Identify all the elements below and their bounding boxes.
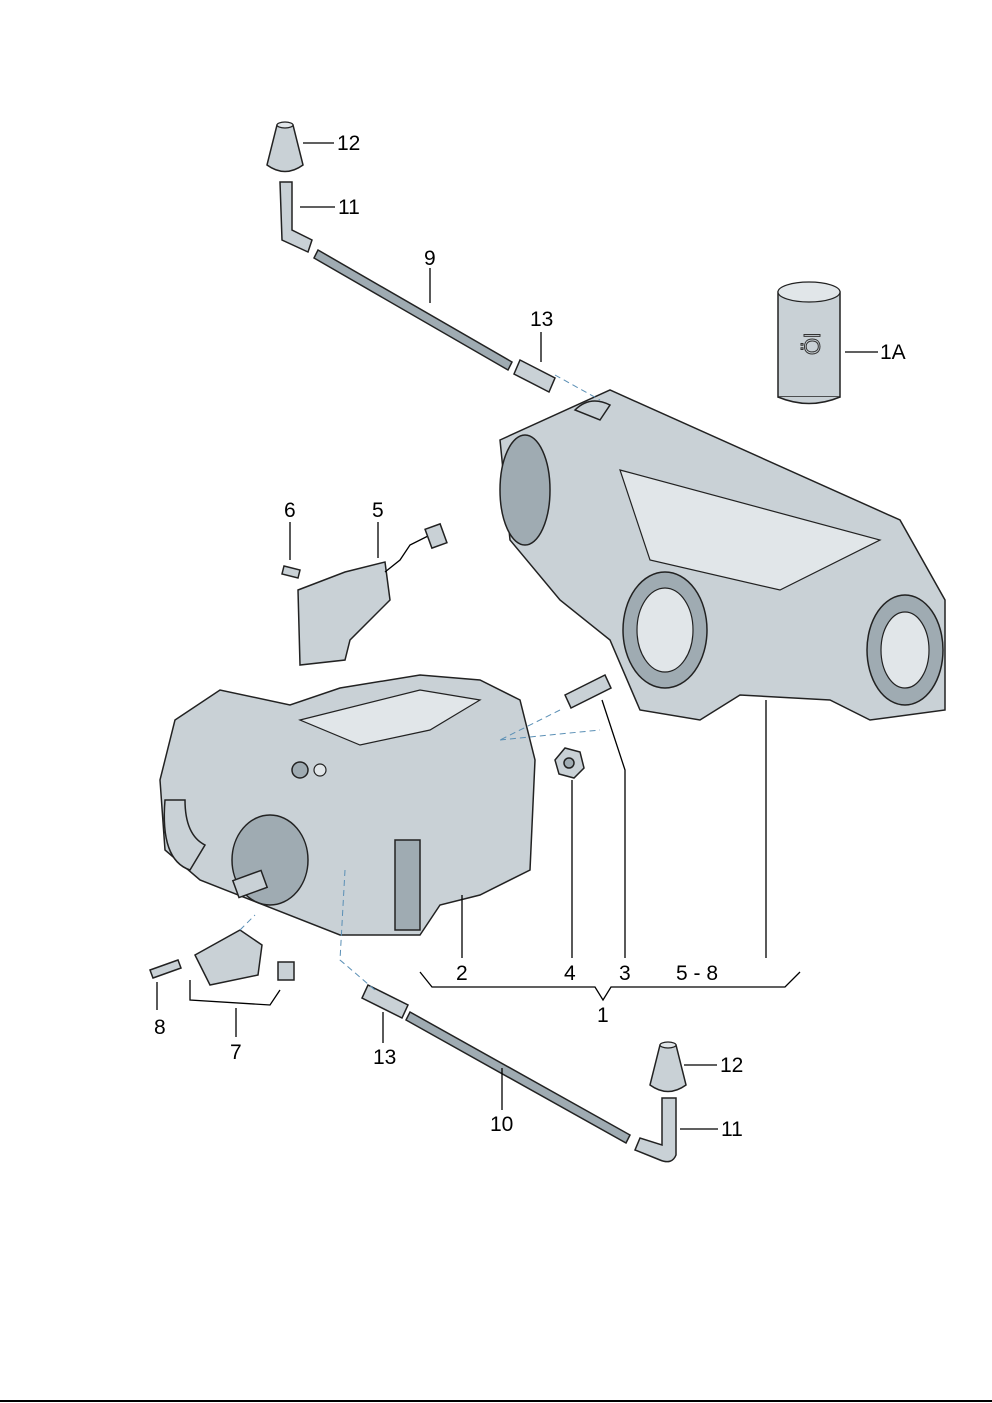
label-13-bottom: 13 [373,1046,396,1069]
stud-3 [564,673,612,710]
label-1A: 1A [880,341,906,364]
vent-cap-top [266,121,304,173]
label-11-top: 11 [338,196,360,219]
screw-6 [281,565,301,579]
label-10: 10 [490,1113,513,1136]
label-12-top: 12 [337,132,360,155]
label-5-8: 5 - 8 [676,962,718,985]
hose-13-bottom [361,983,409,1020]
pipe-10 [405,1010,631,1145]
label-2: 2 [456,962,468,985]
label-11-bottom: 11 [721,1118,743,1141]
label-3: 3 [619,962,631,985]
label-7: 7 [230,1041,242,1064]
sensor-5 [297,522,448,666]
label-13-top: 13 [530,308,553,331]
label-4: 4 [564,962,576,985]
pipe-9 [313,248,513,372]
elbow-hose-bottom [634,1097,677,1163]
elbow-hose-top [279,181,313,254]
valve-7 [189,929,295,1006]
label-9: 9 [424,247,436,270]
supercharger-housing [499,389,946,721]
oil-can: Öl [777,281,841,405]
label-5: 5 [372,499,384,522]
label-12-bottom: 12 [720,1054,743,1077]
label-8: 8 [154,1016,166,1039]
label-6: 6 [284,499,296,522]
leader-lines [156,142,878,1130]
screw-8 [149,959,182,979]
hose-13-top [513,358,556,394]
nut-4 [554,747,585,779]
vent-cap-bottom [649,1041,687,1093]
label-1: 1 [597,1004,609,1027]
housing-2 [159,674,536,936]
svg-text:Öl: Öl [800,333,825,355]
